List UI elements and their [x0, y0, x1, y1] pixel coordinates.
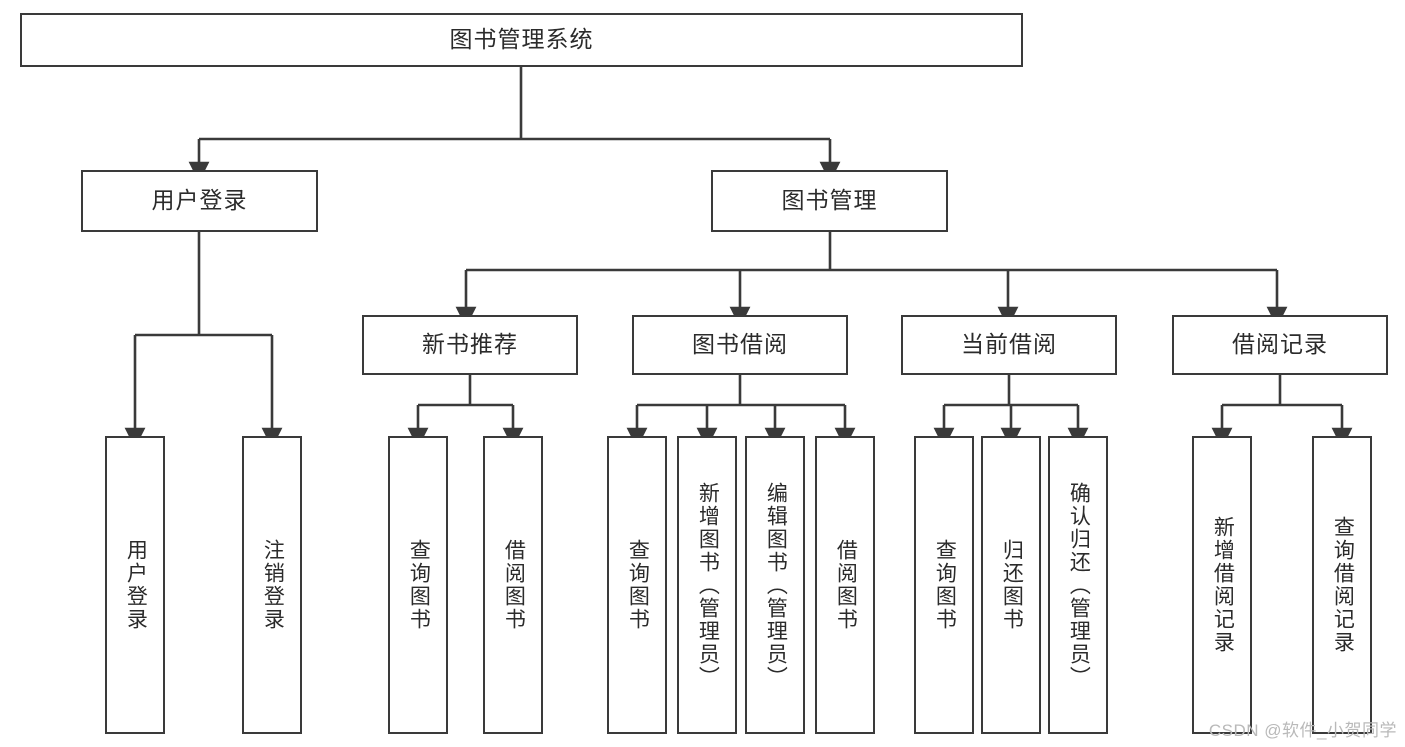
node-label: 新增图书（管理员）: [696, 481, 720, 689]
node-leaf-edit-book-admin[interactable]: 编辑图书（管理员）: [745, 436, 805, 734]
node-label: 用户登录: [124, 539, 148, 631]
node-leaf-query-book-borrow[interactable]: 查询图书: [607, 436, 667, 734]
node-label: 借阅记录: [1232, 331, 1328, 358]
node-new-book-recommend[interactable]: 新书推荐: [362, 315, 578, 375]
node-label: 查询图书: [626, 539, 650, 631]
node-label: 当前借阅: [961, 331, 1057, 358]
watermark-text: CSDN @软件_小贺同学: [1208, 721, 1397, 740]
node-label: 确认归还（管理员）: [1067, 481, 1091, 689]
node-leaf-logout[interactable]: 注销登录: [242, 436, 302, 734]
node-book-borrow[interactable]: 图书借阅: [632, 315, 848, 375]
node-leaf-borrow-book-recommend[interactable]: 借阅图书: [483, 436, 543, 734]
node-label: 新书推荐: [422, 331, 518, 358]
node-book-management[interactable]: 图书管理: [711, 170, 948, 232]
node-label: 图书管理系统: [449, 26, 594, 53]
node-label: 归还图书: [1000, 539, 1024, 631]
node-label: 图书借阅: [692, 331, 788, 358]
node-label: 注销登录: [261, 539, 285, 631]
node-label: 查询图书: [407, 539, 431, 631]
node-root-book-management-system[interactable]: 图书管理系统: [20, 13, 1023, 67]
node-leaf-user-login[interactable]: 用户登录: [105, 436, 165, 734]
node-leaf-add-book-admin[interactable]: 新增图书（管理员）: [677, 436, 737, 734]
node-leaf-add-borrow-record[interactable]: 新增借阅记录: [1192, 436, 1252, 734]
node-label: 借阅图书: [502, 539, 526, 631]
node-borrow-record[interactable]: 借阅记录: [1172, 315, 1388, 375]
node-leaf-return-book[interactable]: 归还图书: [981, 436, 1041, 734]
node-current-borrow[interactable]: 当前借阅: [901, 315, 1117, 375]
node-label: 查询图书: [933, 539, 957, 631]
node-leaf-query-borrow-record[interactable]: 查询借阅记录: [1312, 436, 1372, 734]
node-label: 借阅图书: [834, 539, 858, 631]
node-leaf-borrow-book[interactable]: 借阅图书: [815, 436, 875, 734]
node-label: 新增借阅记录: [1211, 516, 1235, 654]
node-leaf-query-book-current[interactable]: 查询图书: [914, 436, 974, 734]
node-leaf-query-book-recommend[interactable]: 查询图书: [388, 436, 448, 734]
node-leaf-confirm-return-admin[interactable]: 确认归还（管理员）: [1048, 436, 1108, 734]
node-user-login[interactable]: 用户登录: [81, 170, 318, 232]
node-label: 用户登录: [151, 187, 248, 214]
node-label: 编辑图书（管理员）: [764, 481, 788, 689]
node-label: 图书管理: [781, 187, 878, 214]
node-label: 查询借阅记录: [1331, 516, 1355, 654]
